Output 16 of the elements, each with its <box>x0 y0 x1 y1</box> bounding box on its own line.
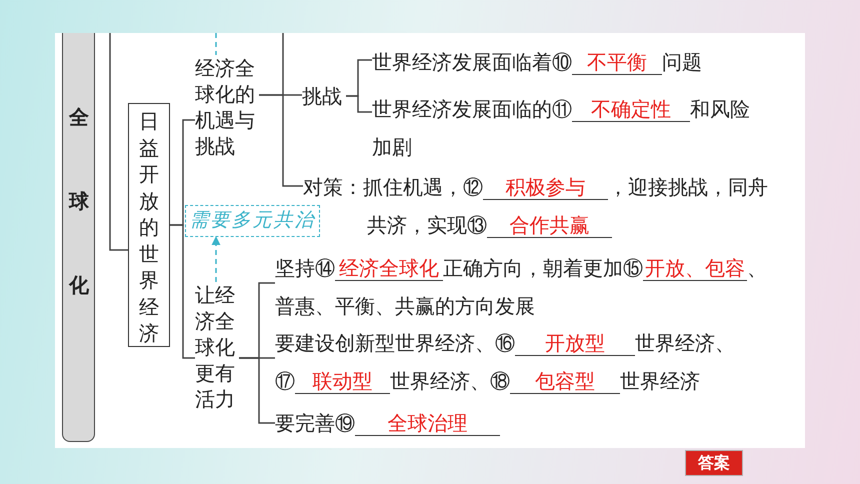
dashed-line <box>215 33 217 55</box>
bracket-line <box>239 357 275 424</box>
topic-box: 日益开放的世界经济 <box>128 103 170 347</box>
bracket-line <box>170 224 195 359</box>
fill-in-sentence: 坚持⑭ 经济全球化 正确方向，朝着更加⑮开放、包容、普惠、平衡、共赢的方向发展 <box>275 249 770 323</box>
title-bar: 全球化 <box>62 33 95 442</box>
answer-button: 答案 <box>685 450 743 476</box>
dashed-arrow <box>212 236 220 282</box>
note-box: 需要多元共治 <box>185 205 320 237</box>
fill-in-sentence: 要建设创新型世界经济、⑯ 开放型 世界经济、⑰ 联动型 世界经济、⑱ 包容型 世界经济 <box>275 324 740 398</box>
bracket-line <box>259 94 303 187</box>
fill-in-sentence: 要完善⑲ 全球治理 <box>275 404 575 442</box>
fill-in-sentence: 世界经济发展面临的⑪ 不确定性 和风险加剧 <box>372 90 757 168</box>
bracket-line <box>109 33 128 251</box>
fill-in-sentence: 世界经济发展面临着⑩ 不平衡 问题 <box>372 43 792 79</box>
bracket-line <box>346 95 372 113</box>
